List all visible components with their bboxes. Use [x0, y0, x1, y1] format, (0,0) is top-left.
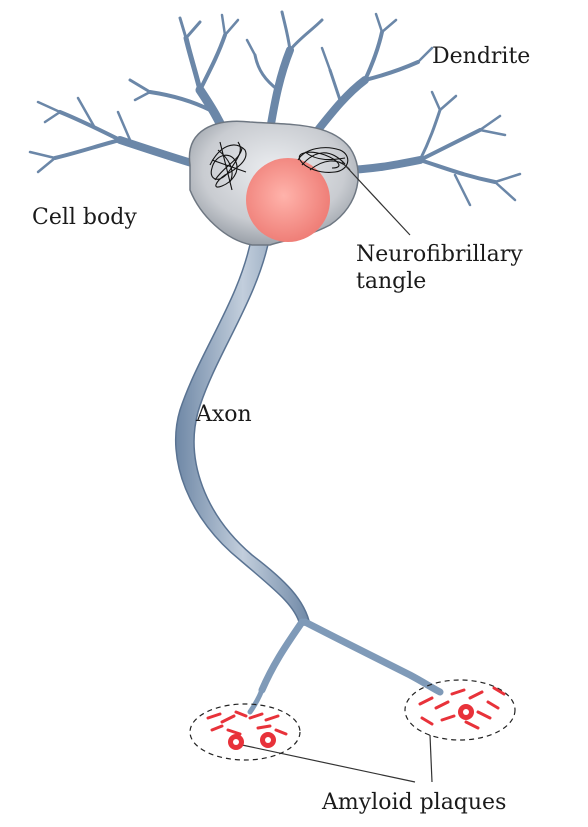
axon-shape [176, 235, 310, 625]
axon-terminals [250, 622, 440, 712]
amyloid-plaque-right [405, 680, 515, 740]
neurofibrillary-tangle-label-line2: tangle [356, 269, 426, 295]
dendrite-label: Dendrite [432, 44, 530, 70]
amyloid-plaques-label: Amyloid plaques [322, 790, 506, 816]
plaque-leader-line-left [242, 745, 415, 782]
amyloid-plaque-left [190, 704, 300, 760]
neurofibrillary-tangle-label-line1: Neurofibrillary [356, 242, 523, 268]
axon-label: Axon [196, 402, 252, 428]
cell-body-label: Cell body [32, 205, 137, 231]
plaque-leader-line-right [430, 735, 432, 782]
